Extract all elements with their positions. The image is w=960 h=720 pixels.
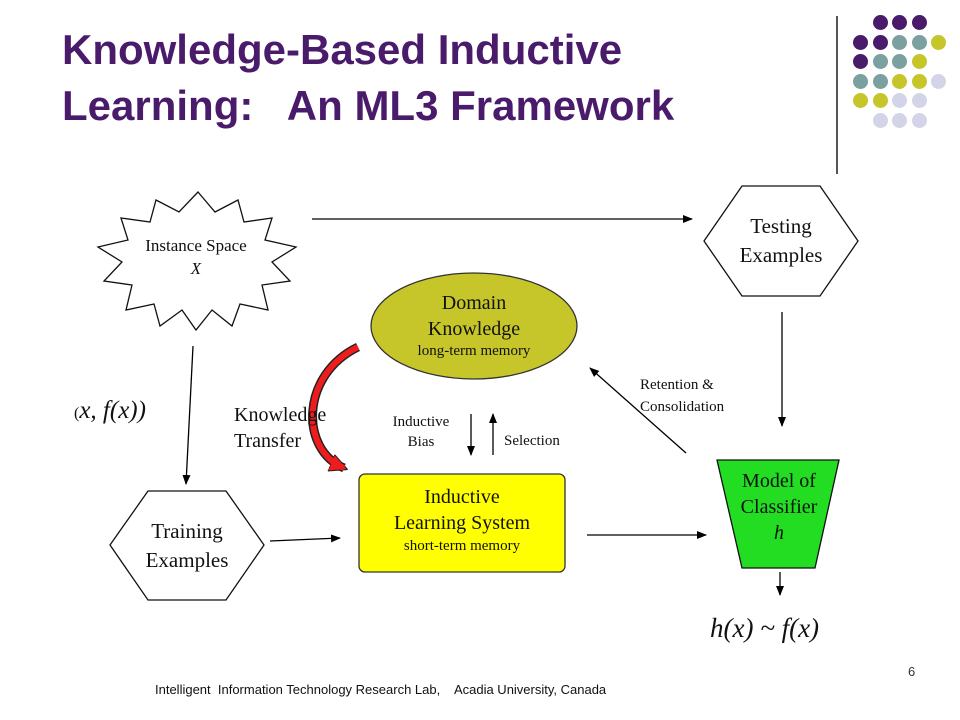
decor-dot: [892, 73, 907, 89]
training-examples-hexagon: [109, 490, 265, 601]
classifier-label: Model of Classifier h: [718, 468, 840, 546]
instance-space-burst: [96, 191, 298, 332]
knowledge-transfer-label: Knowledge Transfer: [234, 402, 374, 454]
training-line1: Training: [151, 519, 223, 543]
decor-dot: [872, 112, 888, 128]
decor-dot: [931, 73, 946, 89]
decor-dot: [872, 93, 888, 108]
knowledge-transfer-line2: Transfer: [234, 430, 302, 452]
learning-line3: short-term memory: [403, 538, 521, 554]
inductive-bias-line2: Bias: [407, 434, 435, 450]
decor-dot: [872, 34, 888, 50]
inductive-bias-line1: Inductive: [392, 414, 450, 430]
arrow-instance-to-training: [182, 345, 194, 485]
decor-dot: [892, 15, 907, 30]
domain-knowledge-ellipse: [370, 272, 578, 380]
retention-line2: Consolidation: [640, 399, 725, 415]
decor-dot: [911, 93, 927, 108]
arrow-retention: [589, 367, 687, 454]
instance-space-label: Instance Space X: [118, 234, 274, 280]
decor-dot: [853, 93, 868, 108]
decor-dot: [892, 34, 907, 50]
arrow-training-to-learning: [269, 534, 341, 543]
footer-text: Intelligent Information Technology Resea…: [155, 682, 607, 697]
instance-space-title: Instance Space: [145, 236, 247, 255]
testing-examples-hexagon: [703, 185, 859, 297]
example-pair-label: (x, f(x)): [74, 396, 184, 429]
classifier-line3: h: [774, 522, 784, 544]
selection-label: Selection: [504, 433, 560, 449]
decor-dot: [853, 34, 868, 50]
decor-dot: [911, 54, 927, 69]
training-examples-label: Training Examples: [110, 517, 264, 575]
domain-line1: Domain: [441, 292, 507, 314]
decor-dot: [911, 34, 927, 50]
inductive-bias-label: Inductive Bias: [376, 412, 466, 452]
learning-system-box: [358, 473, 566, 573]
slide-title: Knowledge-Based Inductive Learning: An M…: [62, 22, 822, 134]
domain-line3: long-term memory: [417, 343, 531, 359]
decor-dot: [872, 54, 888, 69]
domain-line2: Knowledge: [427, 318, 521, 340]
decor-dot: [872, 73, 888, 89]
testing-examples-label: Testing Examples: [704, 212, 858, 270]
decor-dot: [911, 112, 927, 128]
learning-line2: Learning System: [393, 512, 531, 534]
hypothesis-label: h(x) ~ f(x): [710, 613, 820, 643]
example-pair-open: (: [74, 405, 80, 422]
example-pair-text: x, f(x)): [79, 397, 146, 424]
testing-line2: Examples: [739, 243, 823, 267]
knowledge-transfer-line1: Knowledge: [234, 404, 327, 426]
instance-space-symbol: X: [190, 259, 202, 278]
decor-dot: [872, 15, 888, 30]
testing-line1: Testing: [750, 214, 812, 238]
decor-dot: [892, 112, 907, 128]
learning-line1: Inductive: [424, 486, 500, 508]
slide-title-line2: Learning: An ML3 Framework: [62, 82, 675, 129]
slide-title-line1: Knowledge-Based Inductive: [62, 26, 623, 73]
classifier-trapezoid: [716, 459, 840, 569]
learning-system-label: Inductive Learning System short-term mem…: [359, 484, 565, 556]
retention-label: Retention & Consolidation: [640, 374, 780, 418]
training-line2: Examples: [145, 548, 229, 572]
decor-dot: [892, 93, 907, 108]
decor-dot: [892, 54, 907, 69]
decor-dot: [931, 34, 946, 50]
decor-dot: [911, 73, 927, 89]
decor-dot: [853, 54, 868, 69]
decor-vertical-line: [836, 16, 838, 174]
page-number: 6: [908, 664, 916, 679]
retention-line1: Retention &: [640, 377, 714, 393]
decor-dot: [853, 73, 868, 89]
classifier-line2: Classifier: [740, 496, 818, 518]
domain-knowledge-label: Domain Knowledge long-term memory: [371, 290, 577, 360]
decor-dot: [911, 15, 927, 30]
classifier-line1: Model of: [742, 470, 816, 492]
